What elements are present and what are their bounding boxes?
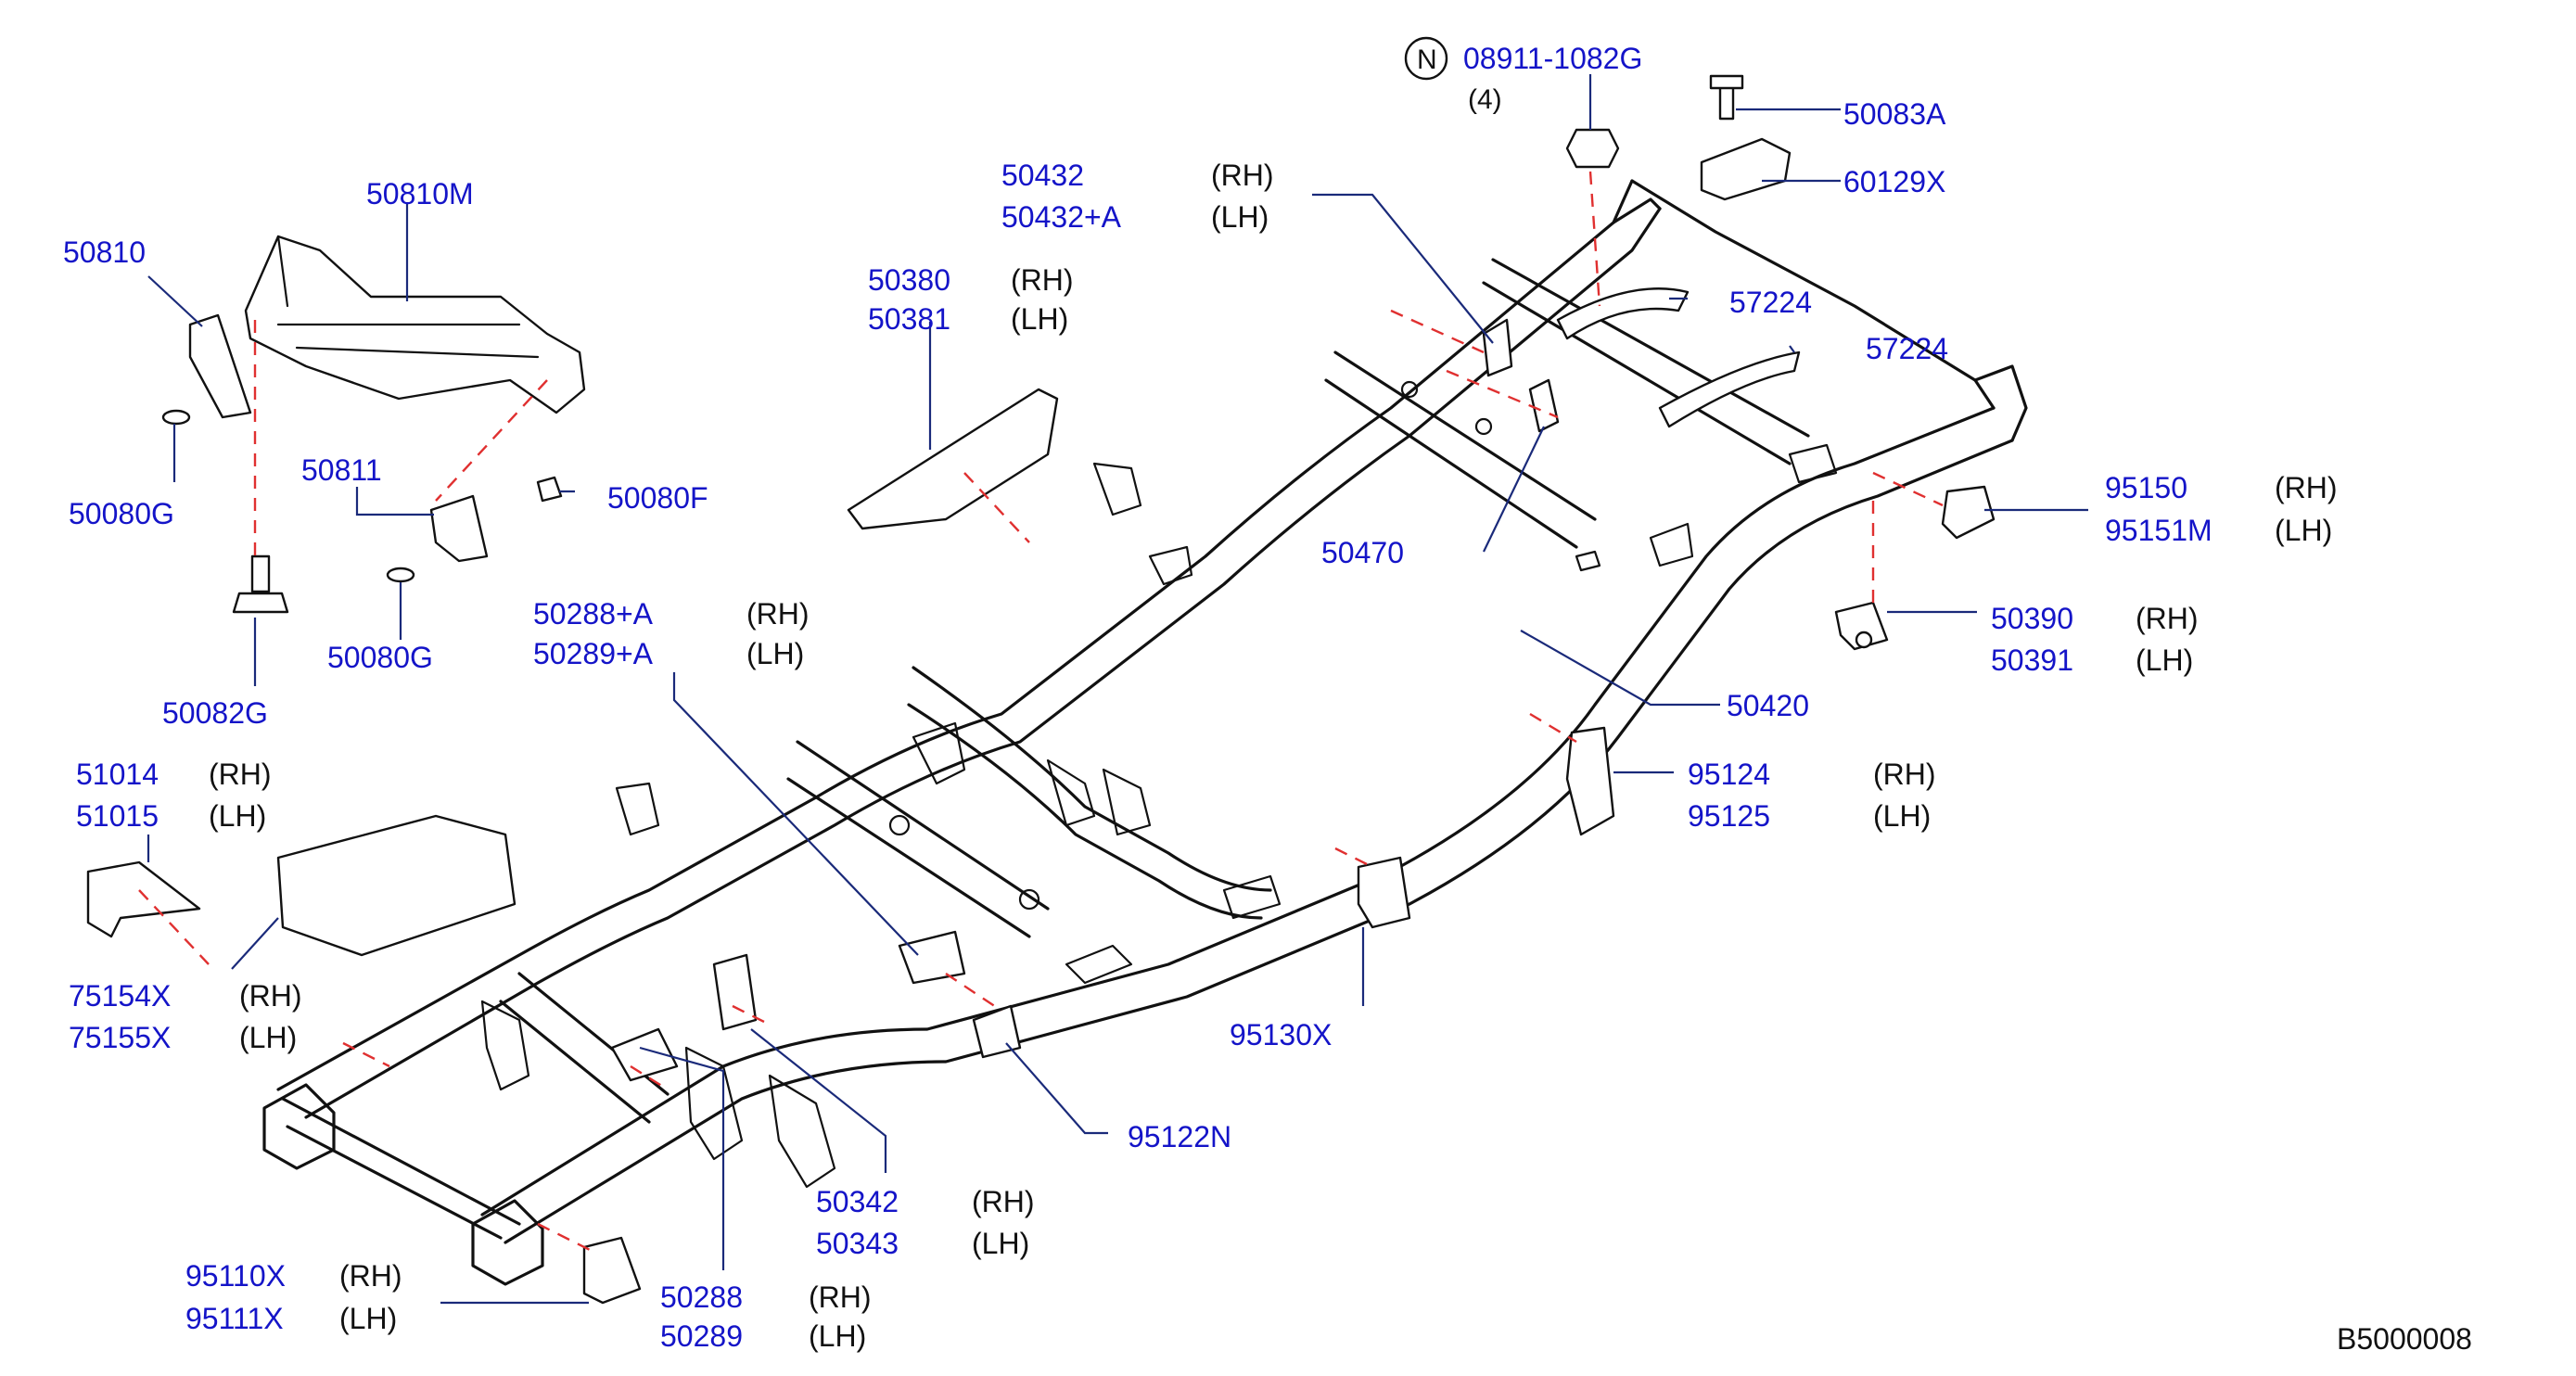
bracket-50811 [429,494,489,563]
callout-57224-a: 57224 [1729,286,1812,319]
callout-50390-side: (RH) [2136,602,2199,635]
callout-95150-side: (RH) [2275,471,2338,504]
bracket-95130X [1357,856,1411,929]
callout-51015: 51015 [76,799,159,833]
callout-50288A: 50288+A [533,597,654,631]
callout-95124-side: (RH) [1873,758,1936,791]
callout-50391-side: (LH) [2136,643,2193,677]
bracket-50810 [188,313,252,419]
callout-50470: 50470 [1321,536,1404,569]
callout-57224-b: 57224 [1866,332,1948,365]
note-symbol-letter: N [1417,45,1437,75]
bracket-50432 [1482,318,1513,377]
callout-95111X: 95111X [185,1302,284,1335]
callout-08911-1082G-qty: (4) [1468,84,1502,115]
callout-95130X: 95130X [1230,1018,1332,1051]
callout-95122N: 95122N [1128,1120,1231,1153]
callout-50288-side: (RH) [809,1280,872,1314]
callout-95125-side: (LH) [1873,799,1931,833]
callout-50288A-side: (RH) [746,597,810,631]
callout-75154X-side: (RH) [239,979,302,1013]
chassis-frame [262,179,2028,1286]
callout-50381: 50381 [868,302,950,336]
callout-labels: N 08911-1082G (4) 50083A 60129X 50432 (R… [63,36,2472,1356]
callout-50810M: 50810M [366,177,474,210]
rail-50380 [847,388,1059,530]
note-symbol: N [1404,36,1448,81]
guide-lines [138,171,1944,1254]
callout-75155X-side: (LH) [239,1021,297,1054]
diagram-reference: B5000008 [2337,1322,2472,1356]
callout-50810: 50810 [63,236,146,269]
spacer-60129X [1700,137,1792,201]
callout-50391: 50391 [1991,643,2073,677]
callout-50380: 50380 [868,263,950,297]
callout-08911-1082G: 08911-1082G [1463,42,1642,75]
bracket-50288A [898,930,966,985]
leader-lines [147,74,2088,1305]
callout-50343: 50343 [816,1227,899,1260]
nut-08911 [1565,128,1620,169]
callout-75154X: 75154X [69,979,171,1013]
callout-50380-side: (RH) [1011,263,1074,297]
bracket-50470 [1528,378,1560,433]
callout-50289: 50289 [660,1319,743,1353]
bracket-50288 [610,1027,679,1082]
bracket-75154X [276,814,516,957]
clip-50080G-b [386,567,415,583]
callout-50432A: 50432+A [1001,200,1122,234]
callout-50343-side: (LH) [972,1227,1029,1260]
callout-51015-side: (LH) [209,799,266,833]
bolt-50082G [250,554,271,593]
bracket-95110X [582,1236,642,1305]
callout-50288: 50288 [660,1280,743,1314]
callout-50080F: 50080F [607,481,708,515]
callout-50342: 50342 [816,1185,899,1218]
parts [86,74,1996,1305]
callout-95151M: 95151M [2105,514,2213,547]
shim-57224-a [1556,287,1690,340]
callout-50080G-a: 50080G [69,497,174,530]
callout-50381-side: (LH) [1011,302,1068,336]
callout-51014: 51014 [76,758,159,791]
callout-95124: 95124 [1688,758,1770,791]
fastener-50080F [536,476,563,503]
callout-50432-side: (RH) [1211,159,1274,192]
callout-95150: 95150 [2105,471,2187,504]
bracket-95150 [1941,485,1996,540]
callout-95125: 95125 [1688,799,1770,833]
callout-95110X-side: (RH) [339,1259,402,1293]
bracket-51014 [86,860,201,938]
callout-50811: 50811 [301,453,382,487]
callout-50289A: 50289+A [533,637,654,670]
callout-75155X: 75155X [69,1021,171,1054]
bracket-95124 [1565,726,1615,836]
callout-50289A-side: (LH) [746,637,804,670]
callout-50082G: 50082G [162,696,268,730]
callout-95111X-side: (LH) [339,1302,397,1335]
bracket-50342 [712,953,758,1031]
callout-50432: 50432 [1001,159,1084,192]
callout-50390: 50390 [1991,602,2073,635]
clip-50080G-a [161,409,191,426]
callout-51014-side: (RH) [209,758,272,791]
callout-50420: 50420 [1727,689,1809,722]
callout-95110X: 95110X [185,1259,286,1293]
callout-50342-side: (RH) [972,1185,1035,1218]
callout-50080G-b: 50080G [327,641,433,674]
shim-57224-b [1658,350,1801,428]
callout-95151M-side: (LH) [2275,514,2332,547]
callout-50083A: 50083A [1843,97,1946,131]
callout-60129X: 60129X [1843,165,1945,198]
callout-50289-side: (LH) [809,1319,866,1353]
callout-50432A-side: (LH) [1211,200,1269,234]
